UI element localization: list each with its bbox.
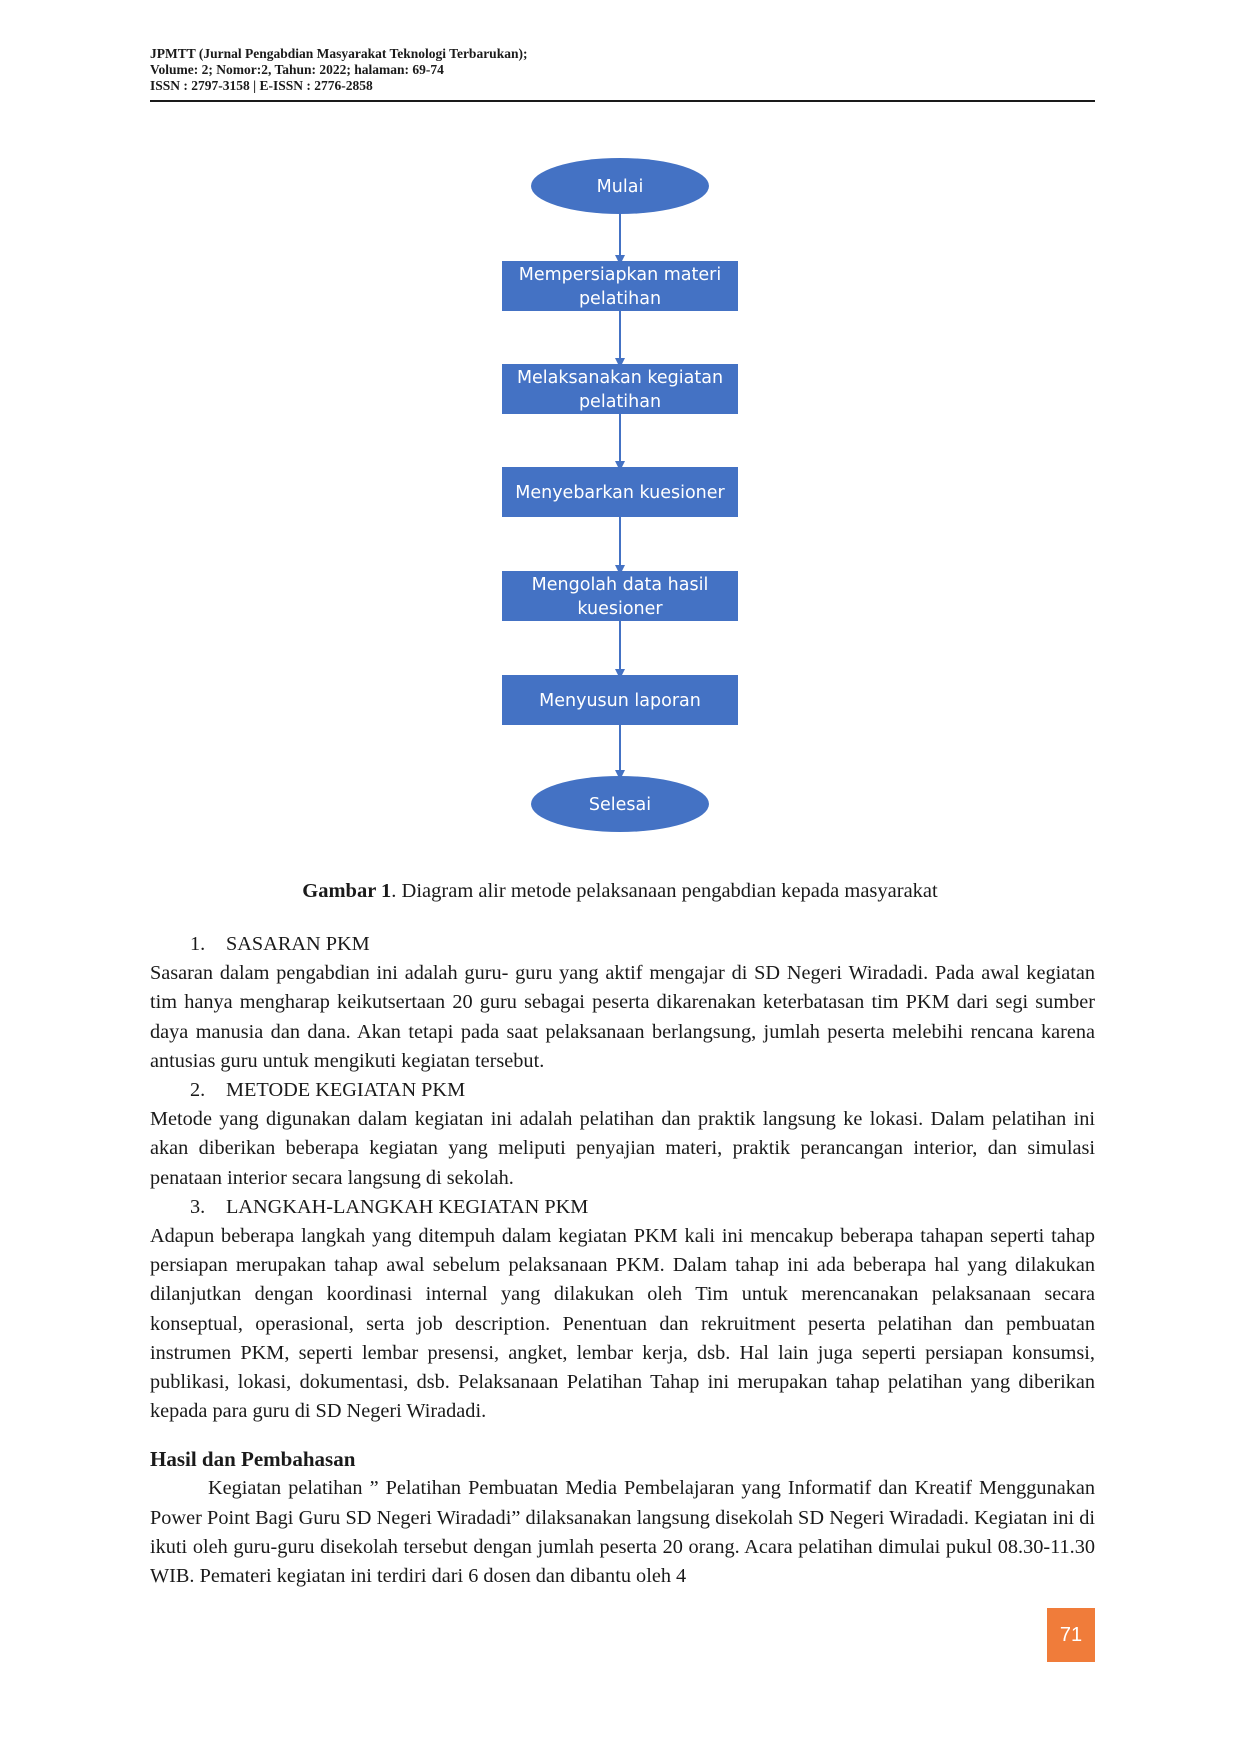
flow-step-1-label: Mempersiapkan materi — [519, 265, 721, 285]
section-heading-2: 2.METODE KEGIATAN PKM — [190, 1079, 466, 1102]
flow-step-3: Menyebarkan kuesioner — [502, 467, 738, 517]
flow-step-2-label: Melaksanakan kegiatan — [517, 368, 723, 388]
flow-start-label: Mulai — [597, 177, 644, 197]
flow-end-label: Selesai — [589, 795, 651, 815]
flow-step-5-shape — [502, 675, 738, 725]
section-paragraph-1: Sasaran dalam pengabdian ini adalah guru… — [150, 962, 1095, 1072]
flow-step-2: Melaksanakan kegiatan pelatihan — [502, 364, 738, 414]
section-heading-1: 1.SASARAN PKM — [190, 933, 370, 955]
journal-header: JPMTT (Jurnal Pengabdian Masyarakat Tekn… — [150, 46, 1095, 102]
flow-start: Mulai — [531, 158, 709, 214]
figure-label: Gambar 1 — [302, 880, 392, 902]
flow-step-1: Mempersiapkan materi pelatihan — [502, 261, 738, 311]
page-number: 71 — [1047, 1608, 1095, 1662]
flow-step-4-label: kuesioner — [577, 599, 663, 619]
results-paragraph: Kegiatan pelatihan ” Pelatihan Pembuatan… — [150, 1477, 1095, 1588]
flow-step-4: Mengolah data hasil kuesioner — [502, 571, 738, 621]
section-paragraph-2: Metode yang digunakan dalam kegiatan ini… — [150, 1108, 1095, 1189]
flow-step-3-shape — [502, 467, 738, 517]
flow-step-1-label: pelatihan — [579, 289, 661, 309]
flow-step-4-label: Mengolah data hasil — [532, 575, 709, 595]
figure-caption-text: . Diagram alir metode pelaksanaan pengab… — [391, 880, 938, 902]
flow-step-4-shape — [502, 571, 738, 621]
flow-end-shape — [531, 776, 709, 832]
journal-title: JPMTT (Jurnal Pengabdian Masyarakat Tekn… — [150, 46, 528, 61]
figure-caption: Gambar 1. Diagram alir metode pelaksanaa… — [0, 880, 1240, 903]
flow-start-shape — [531, 158, 709, 214]
results-heading: Hasil dan Pembahasan — [150, 1447, 356, 1472]
section-heading-3: 3.LANGKAH-LANGKAH KEGIATAN PKM — [190, 1195, 589, 1218]
flow-step-1-shape — [502, 261, 738, 311]
flow-step-3-label: Menyebarkan kuesioner — [515, 483, 725, 503]
flow-step-2-label: pelatihan — [579, 392, 661, 412]
flow-step-5-label: Menyusun laporan — [539, 691, 701, 711]
flow-step-5: Menyusun laporan — [502, 675, 738, 725]
body-text: 1.SASARAN PKM Sasaran dalam pengabdian i… — [150, 930, 1095, 1591]
journal-volume: Volume: 2; Nomor:2, Tahun: 2022; halaman… — [150, 62, 444, 77]
flow-step-2-shape — [502, 364, 738, 414]
journal-issn: ISSN : 2797-3158 | E-ISSN : 2776-2858 — [150, 78, 373, 93]
flow-end: Selesai — [531, 776, 709, 832]
section-paragraph-3: Adapun beberapa langkah yang ditempuh da… — [150, 1225, 1095, 1423]
